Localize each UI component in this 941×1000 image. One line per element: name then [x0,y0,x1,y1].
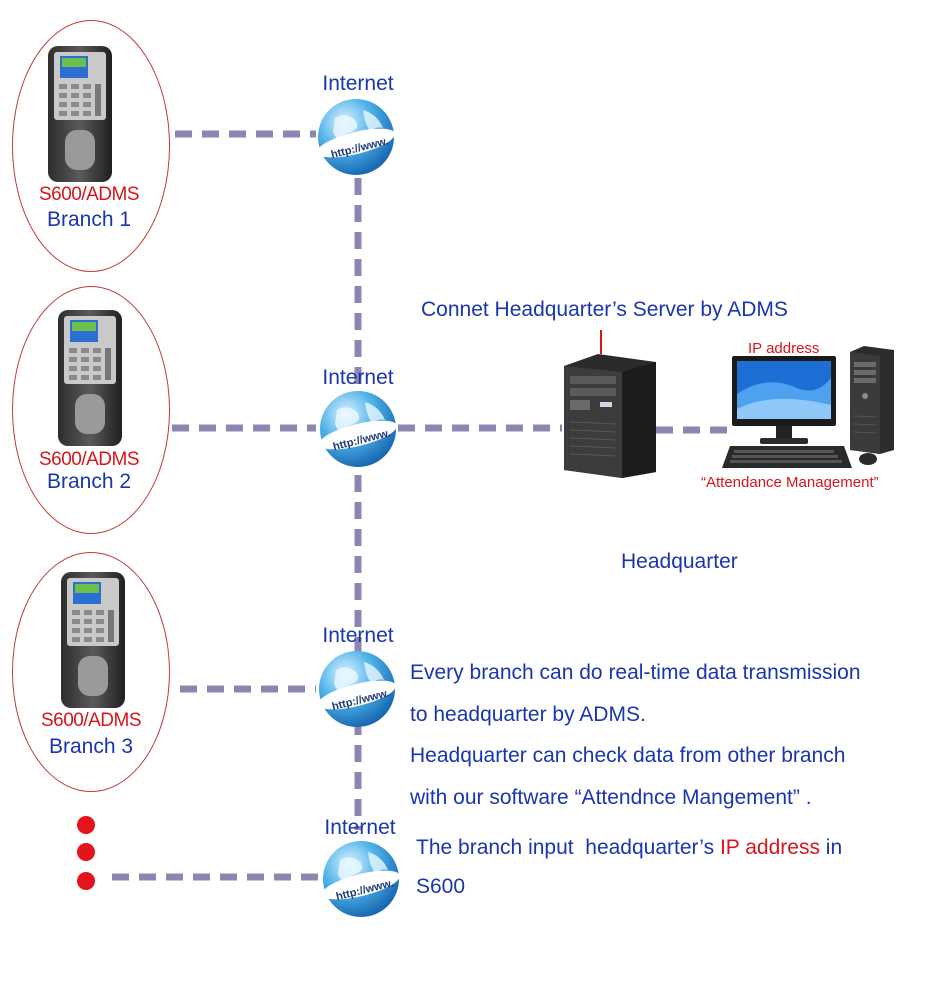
branch-1-name: Branch 1 [46,208,132,231]
internet-globe-icon: http://www. [318,651,396,727]
software-label: “Attendance Management” [701,474,879,491]
branch-2-model: S600/ADMS [38,449,140,470]
server-icon [564,354,656,478]
headquarter-title: Headquarter [621,550,738,573]
internet-label-1: Internet [322,72,394,95]
internet-globe-icon: http://www. [319,391,397,467]
note-line-5-start: The branch input headquarter’s [416,836,720,859]
fingerprint-terminal-icon [58,310,122,446]
more-branches-dot [77,872,95,890]
internet-label-2: Internet [322,366,394,389]
connect-caption: Connet Headquarter’s Server by ADMS [421,298,788,321]
internet-label-4: Internet [324,816,396,839]
fingerprint-terminal-icon [61,572,125,708]
note-line-4: with our software “Attendnce Mangement” … [410,786,812,809]
note-ip-address: IP address [719,836,820,859]
keyboard-icon [722,446,852,468]
branch-1-oval [12,20,170,272]
pc-tower-icon [850,346,894,454]
more-branches-dot [77,816,95,834]
note-line-5: The branch input headquarter’s IP addres… [416,827,842,869]
note-line-2: to headquarter by ADMS. [410,703,646,726]
ip-address-label: IP address [748,340,820,357]
note-line-6: S600 [416,875,466,898]
more-branches-dot [77,843,95,861]
branch-2-name: Branch 2 [46,470,132,493]
monitor-icon [732,356,836,444]
branch-3-name: Branch 3 [48,735,134,758]
branch-3-model: S600/ADMS [40,710,142,731]
branch-2-oval [12,286,170,534]
fingerprint-terminal-icon [48,46,112,182]
internet-globe-icon: http://www. [322,841,400,917]
mouse-icon [859,453,877,465]
note-line-3: Headquarter can check data from other br… [410,744,846,767]
note-line-5-end: in [819,836,843,859]
branch-1-model: S600/ADMS [38,184,140,205]
note-line-1: Every branch can do real-time data trans… [410,661,861,684]
branch-3-oval [12,552,170,792]
internet-globe-icon: http://www. [317,99,395,175]
internet-label-3: Internet [322,624,394,647]
